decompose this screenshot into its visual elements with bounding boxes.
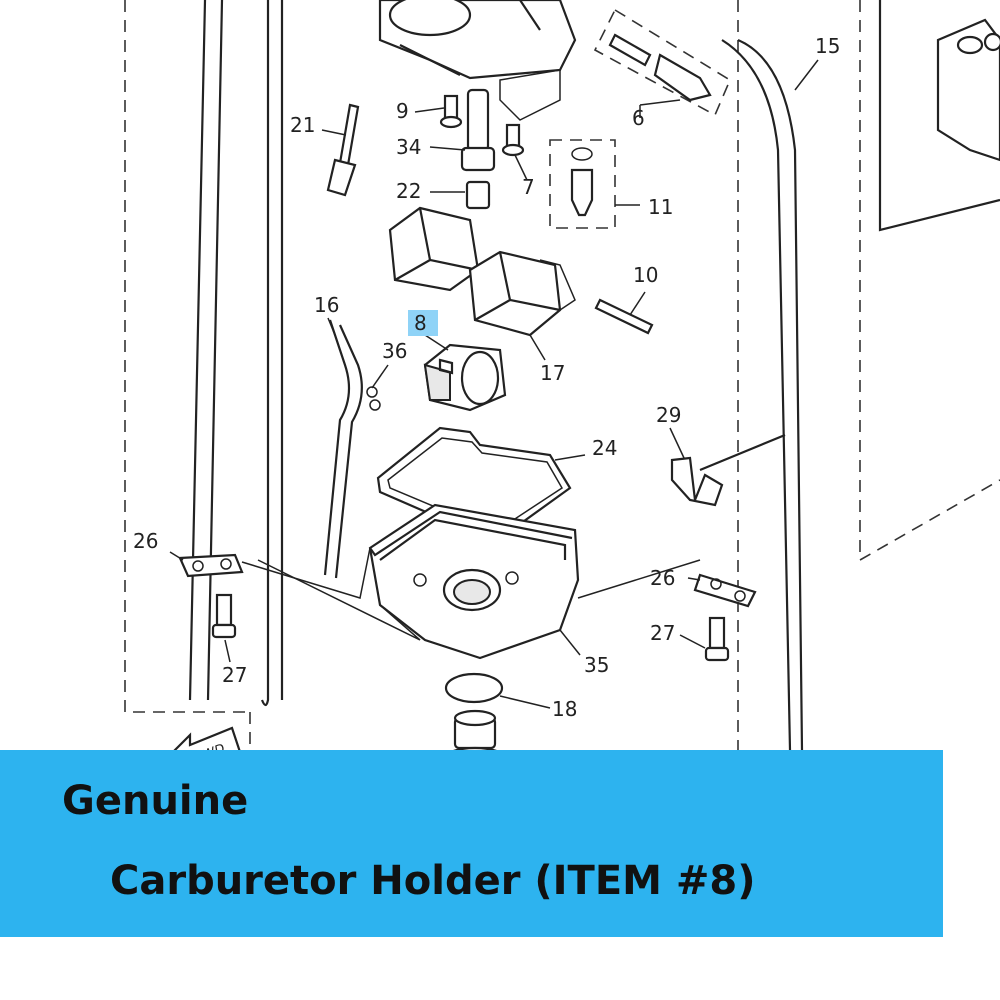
part-18-o-ring [444,672,504,704]
part-11-pilot-screw-set [549,139,616,229]
part-6-screw-set [593,8,732,117]
part-27-bolt-left [211,593,237,639]
part-10-float-pin [594,298,654,335]
cable-left [188,0,224,701]
part-17-float [468,250,576,337]
part-21-needle-jet [326,103,360,197]
callout-27-left: 27 [222,663,247,687]
part-34-jet-holder [460,88,496,172]
part-27-bolt-right [704,616,730,662]
dashed-frame-bottom [250,0,841,791]
callout-15: 15 [815,34,840,58]
callout-11: 11 [648,195,673,219]
item-8-highlight [408,310,438,336]
cable-right-15 [721,38,804,751]
callout-9: 9 [396,99,409,123]
part-16-hose [323,319,363,579]
carburetor-side-body [878,0,1000,232]
callout-36: 36 [382,339,407,363]
leader-lines [169,59,819,709]
callout-16: 16 [314,293,339,317]
dashed-frame-left [124,0,250,713]
carburetor-body [378,0,577,121]
part-29-clamp [670,433,786,507]
callout-21: 21 [290,113,315,137]
part-35-float-bowl [368,503,580,660]
cable-center-left [260,0,284,707]
part-24-gasket [376,426,572,544]
connector-line-left [241,547,371,599]
float-left [388,206,480,292]
callout-17: 17 [540,361,565,385]
part-7-bolt [501,123,525,157]
dashed-frame-right [859,0,1000,562]
callout-8: 8 [414,311,427,335]
callout-7: 7 [522,175,535,199]
callout-29: 29 [656,403,681,427]
callout-6: 6 [632,106,645,130]
callout-26-right: 26 [650,566,675,590]
callout-18: 18 [552,697,577,721]
connector-line-right [577,559,701,599]
callout-26-left: 26 [133,529,158,553]
callout-35: 35 [584,653,609,677]
callout-24: 24 [592,436,617,460]
banner-title-product: Carburetor Holder (ITEM #8) [110,858,756,904]
part-9-bolt [439,94,463,129]
part-22-main-jet [465,180,491,210]
callout-10: 10 [633,263,658,287]
part-36-clip [366,386,381,411]
part-26-plate-right [693,573,757,608]
part-26-plate-left [178,553,244,578]
part-8-carburetor-holder [423,343,507,412]
callout-22: 22 [396,179,421,203]
callout-27-right: 27 [650,621,675,645]
callout-34: 34 [396,135,421,159]
banner-title-genuine: Genuine [62,778,249,824]
connector-line-bowl [257,559,421,641]
title-banner [0,750,943,937]
